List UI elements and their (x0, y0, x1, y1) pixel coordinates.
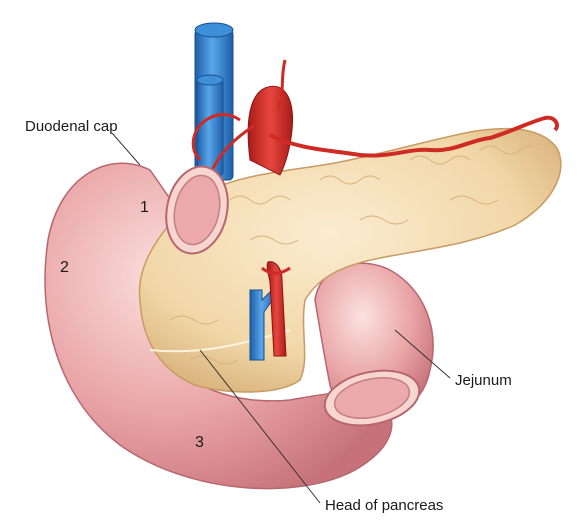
aorta (247, 85, 294, 176)
duodenal-cap-opening (165, 165, 229, 255)
jejunum-opening (323, 369, 421, 427)
mesenteric-vessels (249, 261, 291, 361)
splenic-artery (269, 115, 559, 158)
label-head-of-pancreas: Head of pancreas (325, 497, 443, 514)
superior-mesenteric-artery (266, 261, 287, 357)
label-part-2: 2 (60, 259, 69, 276)
label-part-1: 1 (140, 199, 149, 216)
label-duodenal-cap: Duodenal cap (25, 118, 118, 135)
leader-jejunum (394, 329, 451, 379)
leader-head-of-pancreas (199, 349, 321, 504)
major-vessels (191, 22, 559, 181)
leader-duodenal-cap (111, 132, 141, 166)
label-part-3: 3 (195, 434, 204, 451)
label-jejunum: Jejunum (455, 372, 512, 389)
leader-lines (111, 132, 451, 504)
